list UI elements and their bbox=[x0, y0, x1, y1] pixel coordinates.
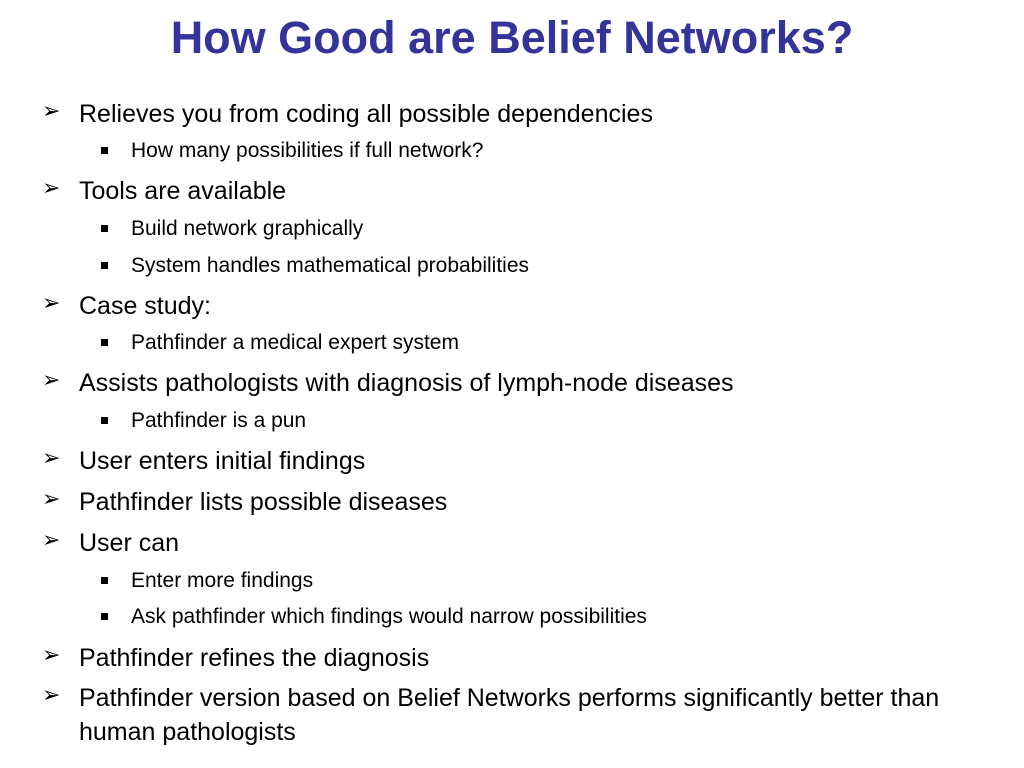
sub-bullet-text: Pathfinder is a pun bbox=[131, 409, 307, 432]
square-bullet-icon bbox=[101, 577, 108, 584]
square-bullet-icon bbox=[101, 225, 108, 232]
arrowhead-bullet-icon: ➢ bbox=[42, 643, 61, 668]
bullet-text: Assists pathologists with diagnosis of l… bbox=[79, 369, 734, 397]
arrowhead-bullet-icon: ➢ bbox=[42, 683, 61, 708]
sub-bullet-text: System handles mathematical probabilitie… bbox=[131, 254, 530, 277]
arrowhead-bullet-icon: ➢ bbox=[42, 487, 61, 512]
bullet-text: User can bbox=[79, 529, 180, 557]
sub-bullet-text: Build network graphically bbox=[131, 217, 364, 240]
arrowhead-bullet-icon: ➢ bbox=[42, 291, 61, 316]
bullet-text: Relieves you from coding all possible de… bbox=[79, 100, 653, 128]
bullet-text: Pathfinder version based on Belief Netwo… bbox=[79, 684, 940, 746]
bullet-text: Case study: bbox=[79, 292, 212, 320]
square-bullet-icon bbox=[101, 147, 108, 154]
square-bullet-icon bbox=[101, 339, 108, 346]
arrowhead-bullet-icon: ➢ bbox=[42, 176, 61, 201]
sub-bullet-text: Pathfinder a medical expert system bbox=[131, 331, 459, 354]
bullet-text: Pathfinder refines the diagnosis bbox=[79, 644, 430, 672]
arrowhead-bullet-icon: ➢ bbox=[42, 446, 61, 471]
slide-title: How Good are Belief Networks? bbox=[170, 12, 854, 63]
sub-bullet-text: Enter more findings bbox=[131, 569, 314, 592]
arrowhead-bullet-icon: ➢ bbox=[42, 99, 61, 124]
bullet-text: User enters initial findings bbox=[79, 447, 366, 475]
square-bullet-icon bbox=[101, 417, 108, 424]
bullet-text: Tools are available bbox=[79, 177, 287, 205]
bullet-text: Pathfinder lists possible diseases bbox=[79, 488, 448, 516]
arrowhead-bullet-icon: ➢ bbox=[42, 528, 61, 553]
arrowhead-bullet-icon: ➢ bbox=[42, 368, 61, 393]
sub-bullet-text: How many possibilities if full network? bbox=[131, 139, 484, 162]
square-bullet-icon bbox=[101, 613, 108, 620]
square-bullet-icon bbox=[101, 262, 108, 269]
sub-bullet-text: Ask pathfinder which findings would narr… bbox=[131, 605, 647, 628]
